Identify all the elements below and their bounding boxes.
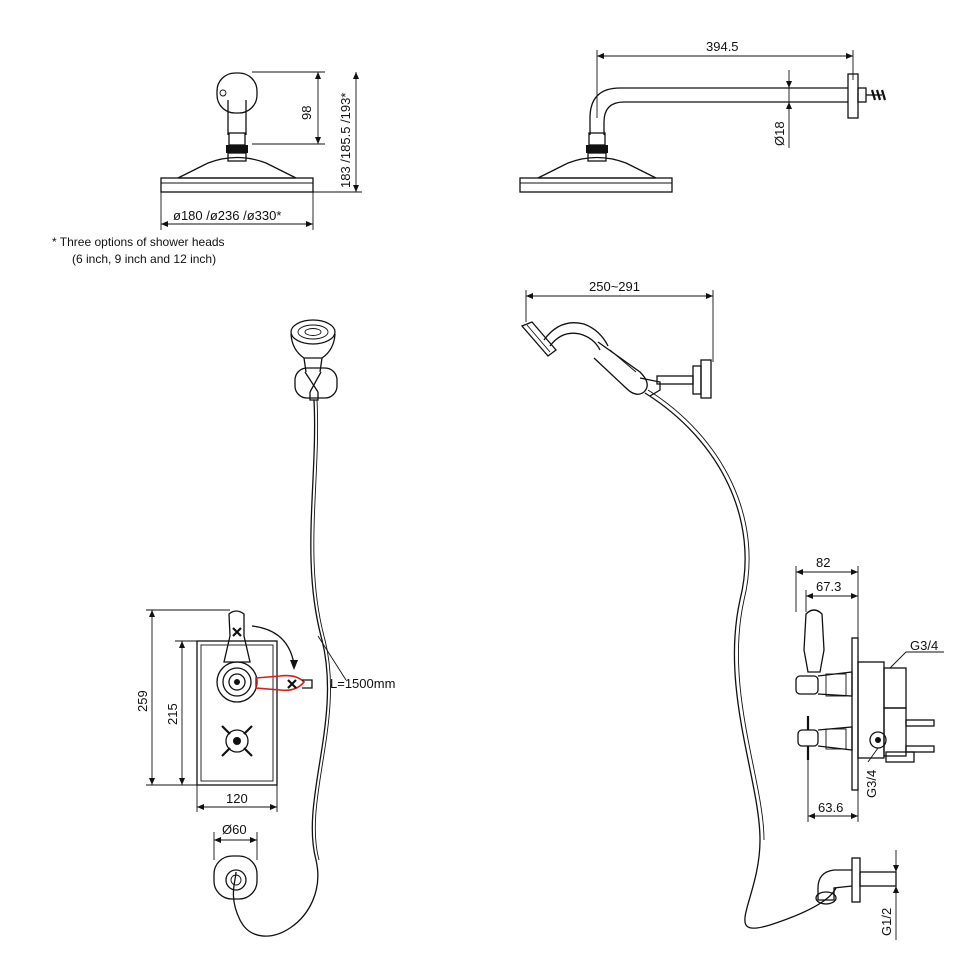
dim-plate-inner-height: 215 (165, 703, 180, 725)
hose-left (232, 399, 331, 937)
dim-outlet-thread: G1/2 (879, 908, 894, 936)
hose-right (644, 389, 837, 929)
valve-front-view (146, 609, 347, 812)
handset-front-view (290, 319, 338, 401)
note-line-2: (6 inch, 9 inch and 12 inch) (72, 252, 216, 266)
dim-arm-length: 394.5 (706, 39, 739, 54)
dim-valve-depth-inner: 67.3 (816, 579, 841, 594)
handset-side-view (520, 290, 714, 399)
valve-side-view (795, 566, 944, 822)
dim-outlet-diameter: Ø60 (222, 822, 247, 837)
dim-arm-diameter: Ø18 (772, 121, 787, 146)
dim-hose-length: L=1500mm (330, 676, 395, 691)
dim-inlet-bottom: G3/4 (864, 770, 879, 798)
dim-handset-reach: 250~291 (589, 279, 640, 294)
dim-head-height-98: 98 (299, 106, 314, 120)
wall-outlet-front-view (213, 832, 258, 900)
dim-inlet-top: G3/4 (910, 638, 938, 653)
dim-plate-height: 259 (135, 690, 150, 712)
dim-plate-width: 120 (226, 791, 248, 806)
dim-head-total-height: 183 /185.5 /193* (338, 93, 353, 188)
shower-head-front-view (160, 71, 362, 230)
dim-valve-depth: 82 (816, 555, 830, 570)
dim-valve-bottom-depth: 63.6 (818, 800, 843, 815)
note-line-1: * Three options of shower heads (52, 235, 225, 249)
shower-arm-side-view (519, 50, 887, 193)
wall-outlet-side-view (815, 850, 899, 940)
dim-head-diameters: ø180 /ø236 /ø330* (173, 208, 281, 223)
